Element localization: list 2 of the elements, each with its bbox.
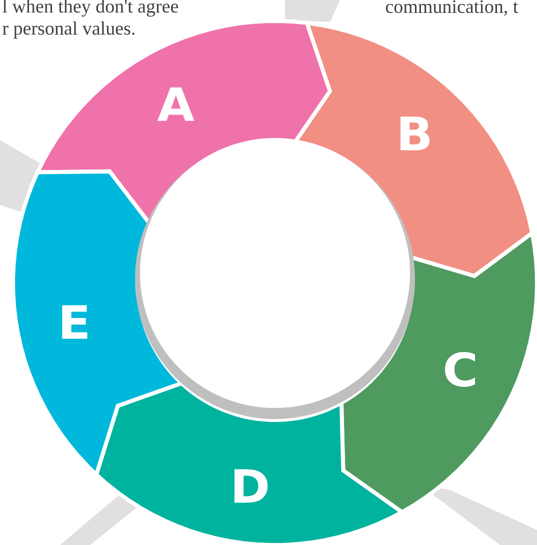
body-text: communication, t <box>386 0 518 16</box>
body-text: r personal values. <box>2 21 134 39</box>
